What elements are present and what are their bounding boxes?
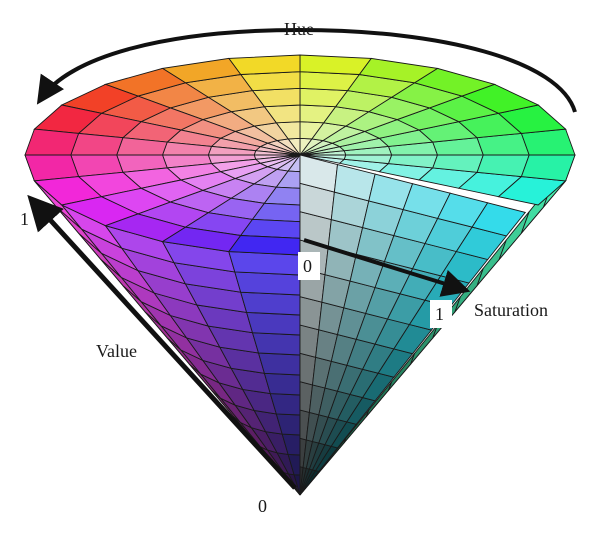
cone-side-cell: [263, 372, 301, 396]
value-label: Value: [96, 341, 137, 361]
saturation-arrow: [303, 238, 471, 297]
cone-top-cell: [476, 154, 530, 178]
cone-side-cell: [245, 311, 301, 336]
hue-label: Hue: [284, 19, 314, 39]
hue-arrow: [36, 27, 577, 113]
cone-top-cell: [24, 128, 80, 156]
cone-top-cell: [227, 54, 301, 75]
cone-side-cell: [240, 291, 301, 316]
cone-side-cell: [251, 332, 301, 356]
value-arrow: [27, 194, 297, 490]
sat-one-box: [430, 300, 452, 328]
cone-top-cell: [520, 154, 576, 182]
cone-top-cell: [70, 132, 124, 156]
sat-zero-label: 0: [303, 256, 312, 276]
cone-side-cell: [228, 251, 301, 276]
cutaway-face-right: [471, 202, 527, 237]
cone-top-disk: [24, 54, 576, 256]
cone-side-cell: [234, 271, 301, 296]
cone-body: [24, 154, 576, 496]
cutaway-faces: [299, 154, 527, 496]
cone-side-cell: [257, 352, 301, 376]
cone-top-cell: [227, 235, 301, 256]
sat-one-label: 1: [435, 304, 444, 324]
value-top-label: 1: [20, 209, 29, 229]
value-bottom-label: 0: [258, 496, 267, 516]
saturation-label: Saturation: [474, 300, 548, 320]
cone-top-cell: [299, 54, 373, 75]
sat-zero-box: [298, 252, 320, 280]
